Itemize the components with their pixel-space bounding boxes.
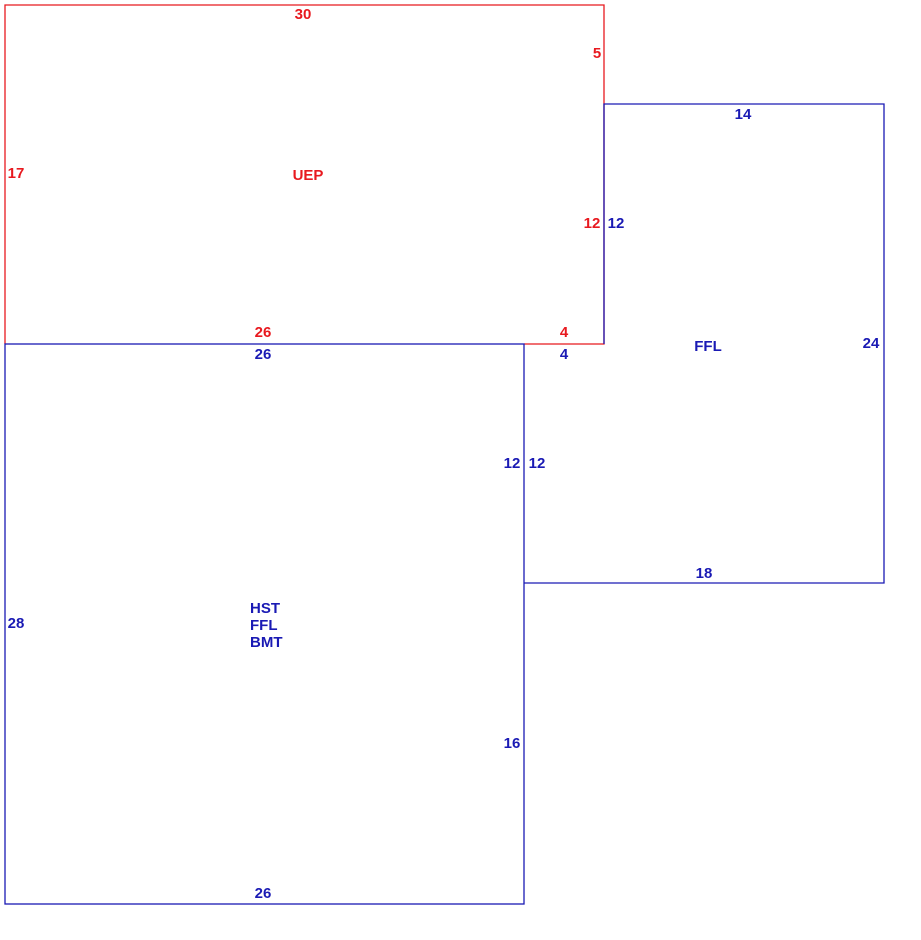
main-outline [4, 343, 525, 905]
area-ffl-right: 14 12 24 4 12 18 FFL [524, 103, 885, 584]
uep-right-lower-dimension: 12 [584, 215, 601, 232]
main-left-dimension: 28 [8, 615, 25, 632]
main-right-lower-dimension: 16 [504, 735, 521, 752]
uep-top-dimension: 30 [295, 6, 312, 23]
main-area-label-hst: HST [250, 600, 280, 617]
ffl-right-outline [524, 103, 885, 584]
uep-right-upper-dimension: 5 [593, 45, 601, 62]
ffl-right-left-lower-dimension: 12 [529, 455, 546, 472]
uep-outline [4, 4, 605, 345]
ffl-right-area-label: FFL [694, 338, 722, 355]
uep-area-label: UEP [293, 167, 324, 184]
main-area-label-bmt: BMT [250, 634, 283, 651]
uep-bottom-dimension: 26 [255, 324, 272, 341]
ffl-right-right-dimension: 24 [863, 335, 880, 352]
main-right-upper-dimension: 12 [504, 455, 521, 472]
ffl-right-left-upper-dimension: 12 [608, 215, 625, 232]
ffl-right-top-dimension: 14 [735, 106, 752, 123]
area-main: 26 28 12 16 26 HST FFL BMT [4, 343, 525, 905]
ffl-right-step-dimension: 4 [560, 346, 569, 363]
main-bottom-dimension: 26 [255, 885, 272, 902]
main-area-label-ffl: FFL [250, 617, 278, 634]
ffl-right-bottom-dimension: 18 [696, 565, 713, 582]
uep-left-dimension: 17 [8, 165, 25, 182]
uep-bottom-step-dimension: 4 [560, 324, 569, 341]
area-uep: 30 5 17 12 26 4 UEP [4, 4, 605, 345]
main-top-dimension: 26 [255, 346, 272, 363]
